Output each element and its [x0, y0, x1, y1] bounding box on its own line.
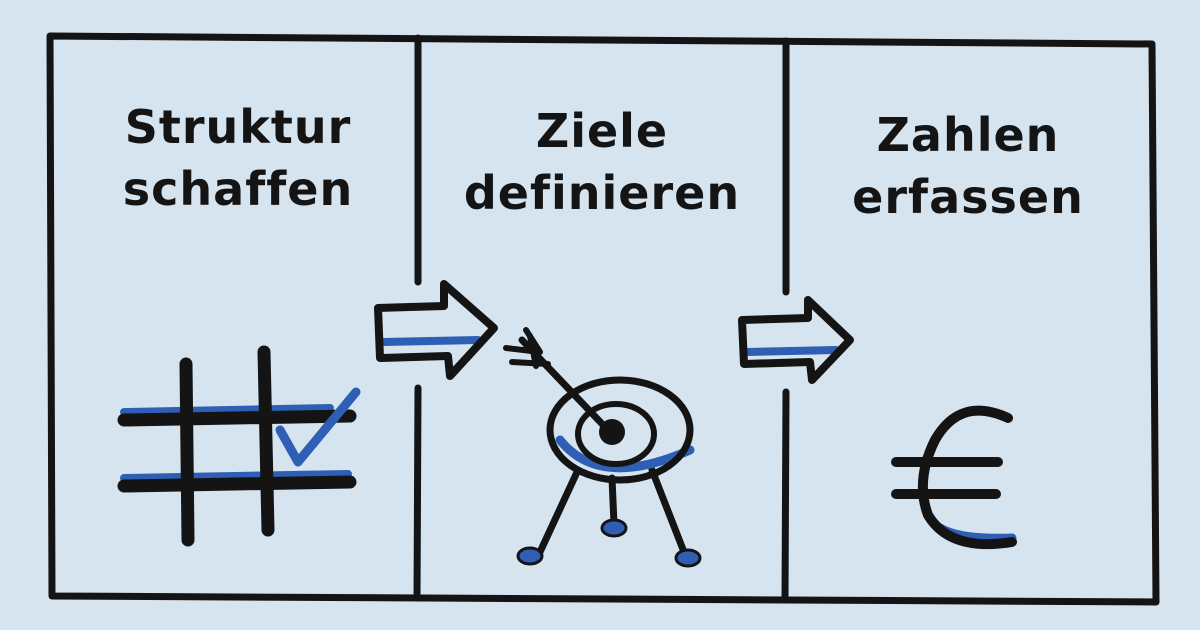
- step-3-title: Zahlen: [876, 108, 1060, 162]
- arrow-right-icon: [738, 296, 854, 384]
- euro-icon: [891, 405, 1017, 550]
- step-1-title: Struktur: [124, 100, 352, 154]
- target-arrow-icon: [503, 327, 702, 568]
- step-2-label: Ziele definieren: [432, 100, 772, 224]
- step-1-label: Struktur schaffen: [68, 96, 408, 220]
- arrow-right-icon: [374, 280, 498, 380]
- divider-1-bottom: [413, 384, 422, 602]
- step-1-subtitle: schaffen: [122, 162, 354, 216]
- step-3-label: Zahlen erfassen: [798, 104, 1138, 228]
- step-2-subtitle: definieren: [463, 166, 741, 220]
- divider-2-bottom: [781, 388, 790, 604]
- step-3-subtitle: erfassen: [852, 170, 1084, 224]
- grid-check-icon: [117, 345, 361, 547]
- step-2-title: Ziele: [535, 104, 669, 158]
